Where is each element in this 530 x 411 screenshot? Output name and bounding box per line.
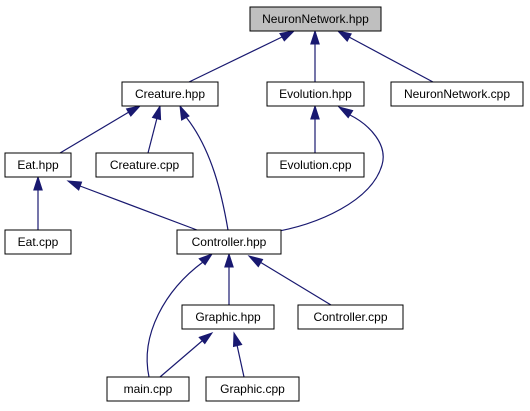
node-evolution-cpp[interactable]: Evolution.cpp — [266, 152, 365, 178]
edge-eat-hpp-to-creature-hpp — [59, 105, 142, 154]
node-label-creature-hpp: Creature.hpp — [135, 87, 205, 101]
edge-main-cpp-to-controller-hpp — [146, 253, 214, 378]
node-label-creature-cpp: Creature.cpp — [110, 158, 180, 172]
node-eat-hpp[interactable]: Eat.hpp — [4, 152, 72, 178]
edge-creature-cpp-to-creature-hpp — [147, 104, 162, 154]
node-label-main-cpp: main.cpp — [124, 382, 173, 396]
edge-controller-hpp-to-eat-hpp — [66, 180, 198, 231]
node-neuronnetwork-hpp[interactable]: NeuronNetwork.hpp — [249, 6, 382, 32]
edge-creature-hpp-to-neuronnetwork-hpp — [188, 30, 296, 83]
node-main-cpp[interactable]: main.cpp — [106, 376, 190, 402]
node-label-eat-cpp: Eat.cpp — [18, 235, 59, 249]
node-label-neuronnetwork-cpp: NeuronNetwork.cpp — [404, 87, 510, 101]
edge-main-cpp-to-graphic-hpp — [159, 332, 214, 378]
node-controller-cpp[interactable]: Controller.cpp — [297, 304, 404, 330]
edge-controller-hpp-to-creature-hpp — [179, 104, 229, 231]
edges-layer — [33, 29, 434, 378]
edge-controller-hpp-to-evolution-hpp — [267, 106, 384, 234]
node-controller-hpp[interactable]: Controller.hpp — [176, 229, 282, 255]
node-label-graphic-cpp: Graphic.cpp — [220, 382, 285, 396]
edge-evolution-cpp-to-evolution-hpp — [310, 104, 320, 153]
node-label-graphic-hpp: Graphic.hpp — [195, 310, 261, 324]
node-eat-cpp[interactable]: Eat.cpp — [4, 229, 72, 255]
node-label-controller-hpp: Controller.hpp — [192, 235, 267, 249]
edge-neuronnetwork-cpp-to-neuronnetwork-hpp — [336, 30, 434, 83]
node-label-neuronnetwork-hpp: NeuronNetwork.hpp — [262, 12, 369, 26]
nodes-layer: NeuronNetwork.hpp Creature.hpp Evolution… — [4, 6, 524, 402]
node-neuronnetwork-cpp[interactable]: NeuronNetwork.cpp — [390, 81, 524, 107]
node-label-controller-cpp: Controller.cpp — [313, 310, 387, 324]
edge-graphic-cpp-to-graphic-hpp — [232, 331, 245, 378]
edge-controller-cpp-to-controller-hpp — [247, 255, 332, 306]
node-graphic-cpp[interactable]: Graphic.cpp — [205, 376, 300, 402]
node-label-evolution-hpp: Evolution.hpp — [279, 87, 352, 101]
node-creature-hpp[interactable]: Creature.hpp — [121, 81, 219, 107]
node-label-evolution-cpp: Evolution.cpp — [279, 158, 351, 172]
node-label-eat-hpp: Eat.hpp — [17, 158, 59, 172]
node-creature-cpp[interactable]: Creature.cpp — [95, 152, 194, 178]
node-graphic-hpp[interactable]: Graphic.hpp — [181, 304, 275, 330]
edge-eat-cpp-to-eat-hpp — [33, 175, 43, 230]
edge-graphic-hpp-to-controller-hpp — [224, 252, 234, 305]
node-evolution-hpp[interactable]: Evolution.hpp — [266, 81, 365, 107]
edge-evolution-hpp-to-neuronnetwork-hpp — [310, 29, 320, 82]
